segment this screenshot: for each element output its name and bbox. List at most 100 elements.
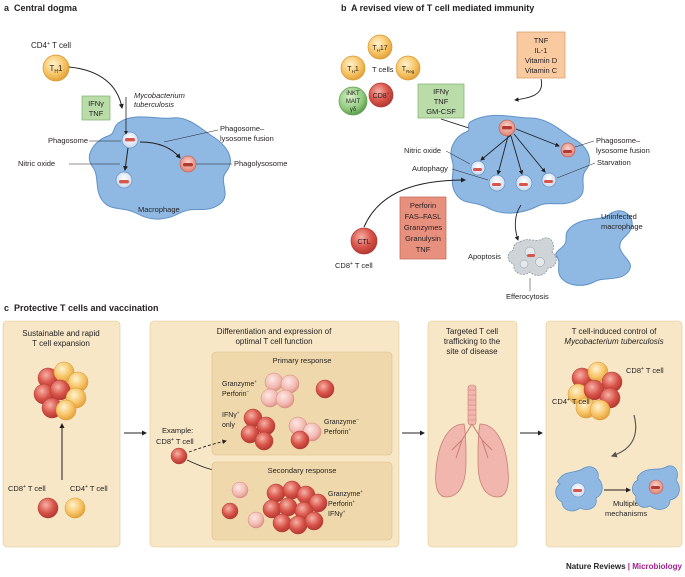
secondary-red-1 — [221, 502, 239, 520]
panel-b-apoptosis-label: Apoptosis — [468, 252, 501, 261]
primary-perforin-neg: Perforin– — [222, 389, 250, 398]
panel-b-bacterium-7 — [527, 254, 535, 257]
panel-b-cd8-tcell-label: CD8+ T cell — [335, 261, 373, 270]
footer-brand: Nature Reviews | Microbiology — [566, 562, 683, 571]
panel-b-treg-cell — [395, 55, 421, 81]
panel-a-tnf: TNF — [89, 109, 104, 118]
panel-b-cd8-text: CD8+ — [373, 91, 390, 100]
panel-b-autophagy-leader — [451, 168, 489, 181]
box1-title-line2: T cell expansion — [32, 339, 90, 348]
panel-a-fusion-line1: Phagosome– — [220, 124, 265, 133]
box4-cd4-label: CD4+ T cell — [552, 397, 590, 406]
panel-b-title: A revised view of T cell mediated immuni… — [351, 3, 534, 13]
primary-pink-cluster — [260, 372, 300, 409]
panel-b-apoptotic-body-2 — [535, 257, 545, 267]
panel-b-orange-3: Vitamin D — [525, 56, 558, 65]
primary-mixed-cluster — [288, 416, 322, 450]
panel-b-bacterium-6 — [544, 180, 553, 183]
panel-b: b A revised view of T cell mediated immu… — [335, 3, 650, 301]
panel-a-bacterium-3 — [119, 180, 129, 184]
panel-b-no-leader — [445, 150, 471, 165]
panel-b-fusion-leader — [574, 140, 595, 148]
secondary-pink-1 — [231, 481, 249, 499]
panel-b-green-box — [417, 83, 465, 119]
panel-a-mtb-line2: tuberculosis — [134, 100, 174, 109]
panel-a-fusion-arrow — [139, 141, 181, 159]
panel-a-phagosome-label: Phagosome — [48, 136, 88, 145]
panel-a-no-label: Nitric oxide — [18, 159, 55, 168]
panel-b-effector-4: Granulysin — [405, 234, 441, 243]
panel-a-th1-text: TH1 — [50, 64, 64, 75]
panel-b-effector-3: Granzymes — [404, 223, 443, 232]
panel-b-starvation-leader — [556, 162, 596, 179]
panel-a-th1-arrow — [68, 66, 124, 109]
panel-a-cytokine-box — [81, 95, 111, 121]
primary-only: only — [222, 422, 235, 429]
box2-title-line2: optimal T cell function — [235, 337, 312, 346]
primary-response-label: Primary response — [273, 356, 332, 365]
panel-b-tcells-label: T cells — [372, 65, 394, 74]
panel-b-th1-text: TH1 — [347, 66, 359, 74]
panel-b-bacterium-2 — [563, 150, 572, 153]
panel-b-arrow-no — [480, 134, 512, 161]
panel-c-title: Protective T cells and vaccination — [14, 303, 159, 313]
secondary-pink-2 — [247, 511, 265, 529]
box4-curved-arrow — [610, 414, 637, 458]
example-label: Example: — [162, 426, 193, 435]
panel-b-innate-cell — [338, 86, 368, 116]
panel-b-bacterium-3 — [473, 168, 482, 171]
example-cd8-cell — [170, 447, 188, 465]
box3-title-line1: Targeted T cell — [446, 327, 498, 336]
box4-title-line1: T cell-induced control of — [572, 327, 658, 336]
box4-bacterium-1 — [573, 489, 582, 492]
secondary-granzyme: Granzyme+ — [328, 489, 363, 498]
primary-ifng: IFNγ+ — [222, 410, 240, 419]
primary-granzyme-neg: Granzyme– — [324, 417, 359, 426]
box1-title-line1: Sustainable and rapid — [22, 329, 99, 338]
box4-cd8-label: CD8+ T cell — [626, 366, 664, 375]
panel-b-orange-4: Vitamin C — [525, 66, 558, 75]
panel-b-uninfected-macrophage — [555, 210, 633, 286]
panel-a-no-arrow — [123, 147, 129, 171]
panel-b-arrow-fusion — [515, 128, 560, 147]
panel-b-green-1: IFNγ — [433, 87, 449, 96]
box3-title-line2: trafficking to the — [444, 337, 501, 346]
panel-a-letter: a — [4, 3, 10, 13]
panel-b-green-2: TNF — [434, 97, 449, 106]
panel-b-orange-box — [516, 31, 566, 79]
panel-b-arrow-autophagy — [496, 135, 509, 175]
box3-title-line3: site of disease — [446, 347, 498, 356]
panel-a-bacterium-1 — [125, 138, 135, 142]
panel-b-arrow-extra — [510, 135, 524, 175]
panel-b-apoptosis-arrow — [514, 204, 522, 241]
panel-b-uninfected-line1: Uninfected — [601, 212, 637, 221]
panel-c: c Protective T cells and vaccination Sus… — [2, 303, 683, 548]
panel-a-phagolysosome-label: Phagolysosome — [234, 159, 287, 168]
secondary-response-label: Secondary response — [268, 466, 337, 475]
example-dashed-arrow — [188, 439, 227, 453]
box4-title-line2: Mycobacterium tuberculosis — [564, 337, 663, 346]
box4-cell-cluster — [567, 361, 623, 421]
panel-b-starvation-label: Starvation — [597, 158, 631, 167]
panel-b-arrow-starvation — [513, 133, 546, 173]
panel-b-effector-2: FAS–FASL — [405, 212, 442, 221]
primary-granzyme-pos: Granzyme+ — [222, 379, 257, 388]
bronchi — [451, 423, 493, 459]
left-lung — [435, 423, 467, 498]
panel-a-th1-cell — [42, 54, 70, 82]
primary-red-cluster — [240, 408, 276, 451]
box1-cd8-cell — [37, 497, 59, 519]
panel-c-letter: c — [4, 303, 9, 313]
panel-a: a Central dogma CD4+ T cell TH1 IFNγ TNF… — [4, 3, 287, 220]
panel-b-autophagy-label: Autophagy — [412, 164, 448, 173]
panel-b-th17-cell — [367, 34, 393, 60]
panel-b-orange-1: TNF — [534, 36, 549, 45]
panel-b-bacterium-5 — [519, 183, 528, 186]
panel-b-effector-1: Perforin — [410, 201, 436, 210]
panel-b-bacterium-1 — [502, 126, 512, 130]
panel-b-mait: MAIT — [346, 99, 361, 105]
panel-b-th17-text: TH17 — [372, 45, 387, 53]
panel-a-title: Central dogma — [14, 3, 78, 13]
box1-cd8-label: CD8+ T cell — [8, 484, 46, 493]
